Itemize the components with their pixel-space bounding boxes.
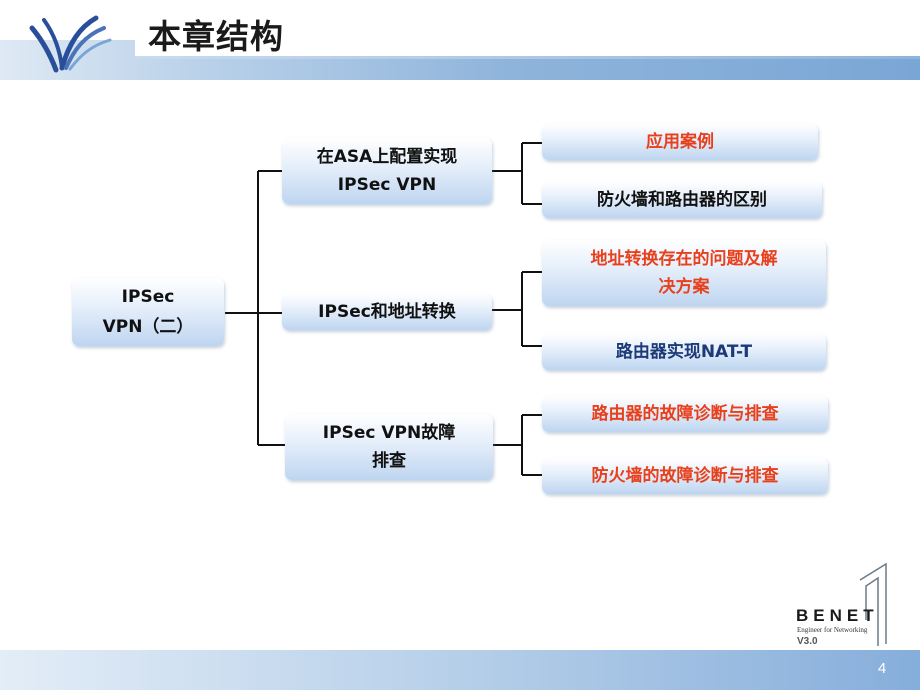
leaf-node-fw-vs-router: 防火墙和路由器的区别 [542, 182, 822, 218]
branch-node-asa: 在ASA上配置实现 IPSec VPN [282, 138, 492, 204]
brand-version: V3.0 [797, 636, 818, 647]
swoosh-logo-icon [29, 15, 112, 73]
page-title: 本章结构 [148, 17, 284, 56]
header-divider [135, 56, 920, 59]
leaf-node-nat-t: 路由器实现NAT-T [542, 334, 826, 370]
leaf-node-case: 应用案例 [542, 124, 818, 160]
header-backdrop [135, 0, 920, 58]
branch-node-troubleshoot: IPSec VPN故障 排查 [285, 414, 493, 480]
leaf-node-fw-trouble: 防火墙的故障诊断与排查 [542, 458, 828, 494]
brand-tagline: Engineer for Networking [797, 626, 868, 634]
leaf-node-router-trouble: 路由器的故障诊断与排查 [542, 396, 828, 432]
branch-node-nat: IPSec和地址转换 [282, 294, 492, 330]
root-node: IPSec VPN（二） [72, 278, 224, 346]
page-number: 4 [877, 660, 887, 677]
footer-band [0, 650, 920, 690]
brand-name: BENET [796, 606, 879, 625]
benet-mark-icon [859, 562, 887, 646]
leaf-node-nat-issues: 地址转换存在的问题及解 决方案 [542, 240, 826, 306]
